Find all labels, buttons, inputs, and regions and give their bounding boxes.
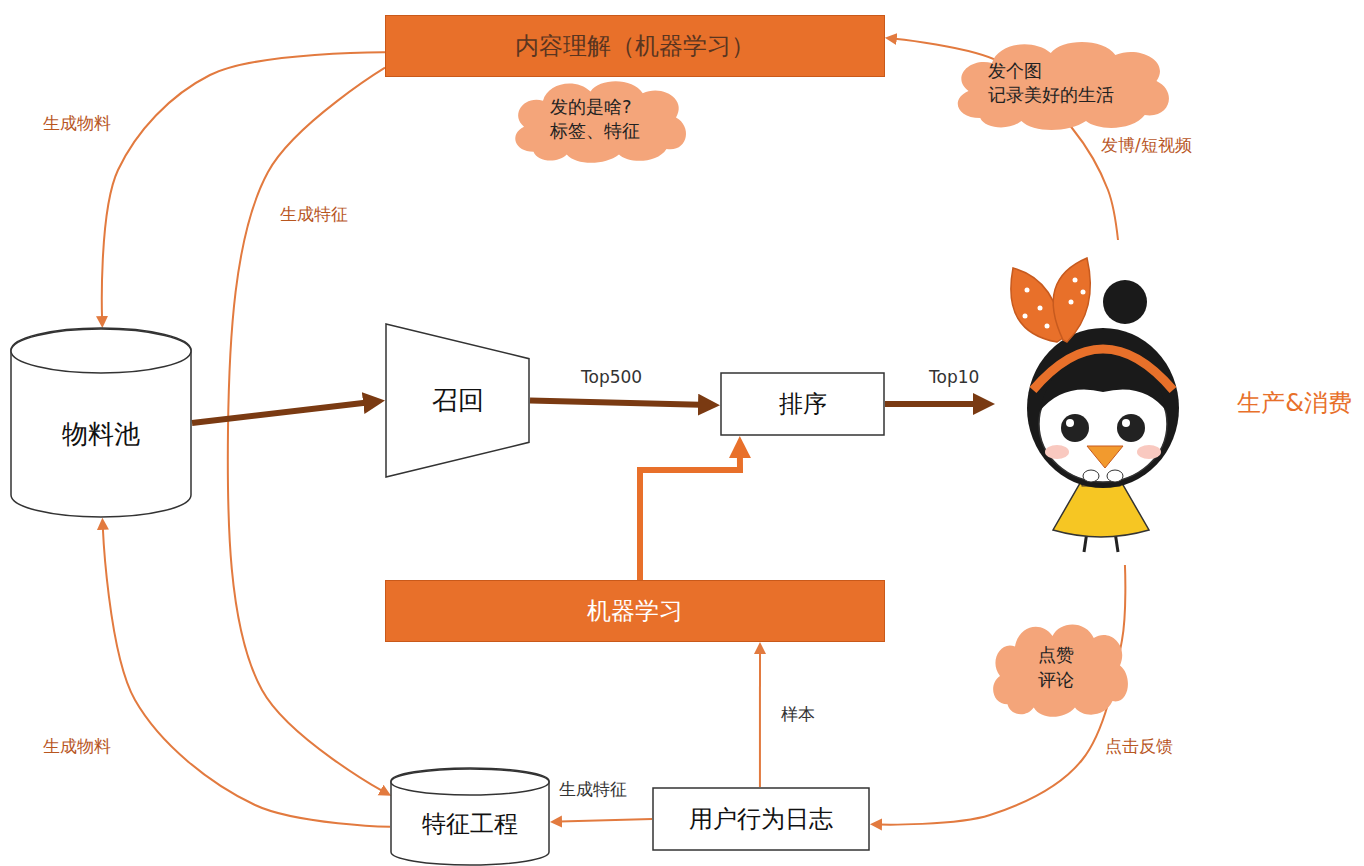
flow-arrow <box>103 528 390 827</box>
process-bar: 内容理解（机器学习） <box>385 15 885 77</box>
edge-label-anchor: 发博/短视频 <box>1098 134 1195 156</box>
edge-label: 生成特征 <box>277 203 351 225</box>
database-cylinder: 特征工程 <box>390 768 550 866</box>
flow-arrow <box>560 819 652 822</box>
edge-label-anchor: 生成物料 <box>40 735 114 757</box>
edge-label: 点击反馈 <box>1102 735 1176 757</box>
node-text: 用户行为日志 <box>689 804 833 834</box>
edge-label-anchor: Top500 <box>578 366 645 388</box>
node-text: 发个图 记录美好的生活 <box>988 59 1138 108</box>
process-box: 排序 <box>720 372 885 436</box>
edge-label-anchor: 点击反馈 <box>1102 735 1176 757</box>
edge-label: 生成特征 <box>556 778 630 800</box>
box-border <box>721 373 884 435</box>
node-text: 特征工程 <box>422 809 518 839</box>
flow-arrow <box>640 456 740 580</box>
box-border <box>653 788 869 850</box>
trapezoid-border <box>386 324 529 477</box>
thought-cloud: 发的是啥? 标签、特征 <box>505 73 695 166</box>
database-cylinder: 物料池 <box>10 328 192 518</box>
edge-label: Top500 <box>578 366 645 388</box>
edge-label: 发博/短视频 <box>1098 134 1195 156</box>
cloud-fill <box>993 624 1128 716</box>
flow-arrow <box>228 68 385 791</box>
node-text: 发的是啥? 标签、特征 <box>550 95 650 144</box>
user-figure: 生产&消费 <box>995 240 1360 565</box>
cylinder-body <box>11 328 191 517</box>
flow-arrow <box>192 403 365 423</box>
flow-arrow <box>885 401 975 407</box>
funnel-trapezoid: 召回 <box>385 323 530 478</box>
thought-cloud: 发个图 记录美好的生活 <box>945 33 1180 133</box>
process-bar: 机器学习 <box>385 580 885 642</box>
edge-label-anchor: 样本 <box>778 703 818 725</box>
node-text: 点赞 评论 <box>1038 643 1082 692</box>
edge-label: Top10 <box>926 366 982 388</box>
node-text: 物料池 <box>62 418 140 451</box>
node-text: 排序 <box>779 389 827 419</box>
edge-label-anchor: 生成特征 <box>277 203 351 225</box>
bar-fill <box>386 16 885 77</box>
node-text: 机器学习 <box>587 596 683 626</box>
thought-cloud: 点赞 评论 <box>985 615 1135 720</box>
cylinder-top <box>391 769 549 795</box>
node-text: 召回 <box>432 384 484 417</box>
edge-label: 样本 <box>778 703 818 725</box>
thought-cloud-outline <box>985 615 1135 720</box>
process-box: 用户行为日志 <box>652 787 870 851</box>
flow-arrow <box>102 52 385 318</box>
cloud-fill <box>515 81 686 162</box>
figure-label: 生产&消费 <box>1237 388 1352 418</box>
edge-label-anchor: Top10 <box>926 366 982 388</box>
flow-arrow <box>759 652 761 787</box>
cylinder-body <box>391 768 549 865</box>
edge-label: 生成物料 <box>40 112 114 134</box>
bar-fill <box>386 581 885 642</box>
thought-cloud-outline <box>945 33 1180 133</box>
cloud-fill <box>958 42 1169 130</box>
cylinder-top <box>11 329 191 373</box>
flow-arrow <box>530 401 700 405</box>
edge-label-anchor: 生成特征 <box>556 778 630 800</box>
edge-label-anchor: 生成物料 <box>40 112 114 134</box>
thought-cloud-outline <box>505 73 695 166</box>
edge-label: 生成物料 <box>40 735 114 757</box>
node-text: 内容理解（机器学习） <box>515 31 755 61</box>
